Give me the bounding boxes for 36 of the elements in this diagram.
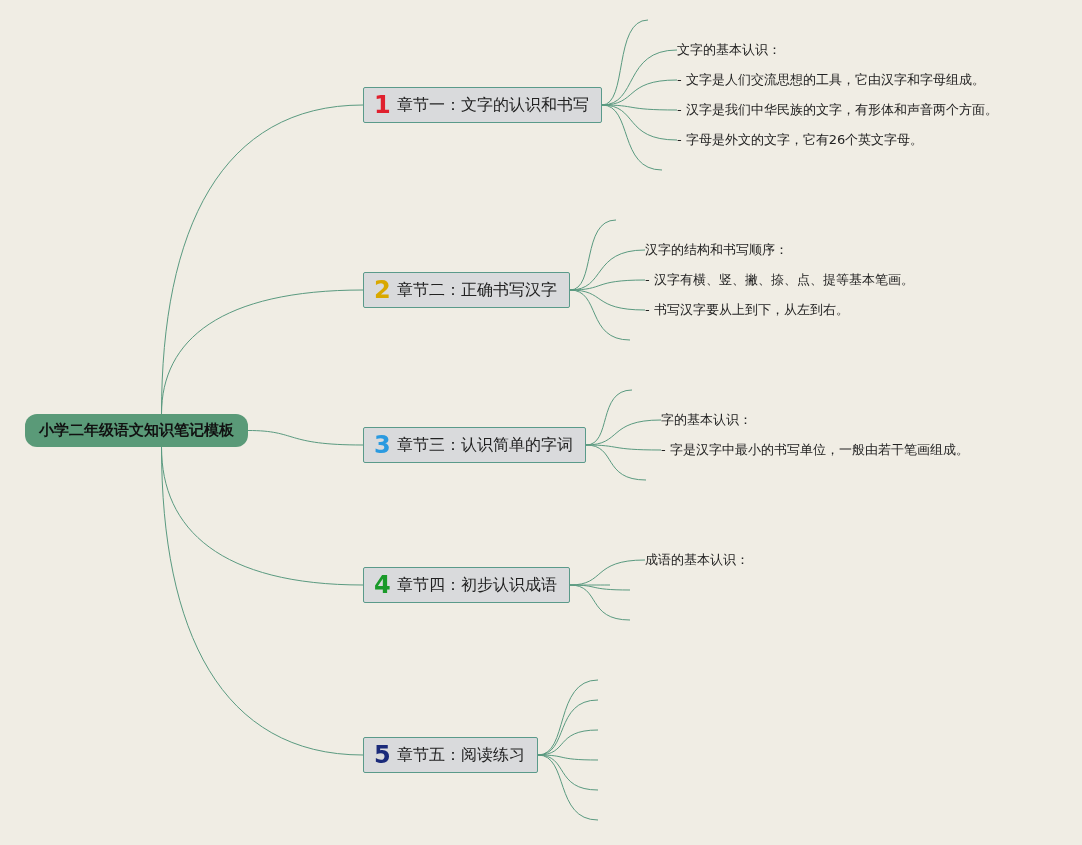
topic-box xyxy=(363,87,602,123)
note-text: - 字母是外文的文字，它有26个英文字母。 xyxy=(677,129,924,151)
note-text: - 书写汉字要从上到下，从左到右。 xyxy=(645,299,849,321)
topic-box xyxy=(363,427,586,463)
topic-box xyxy=(363,567,570,603)
topic-title: 章节五：阅读练习 xyxy=(396,744,525,766)
branch-line xyxy=(537,754,599,821)
chapter-number: 2 xyxy=(374,276,391,304)
branch-line xyxy=(585,444,662,451)
branch-line xyxy=(161,446,364,756)
note-text: 文字的基本认识： xyxy=(677,39,781,61)
note-text: 成语的基本认识： xyxy=(645,549,749,571)
topic-title: 章节四：初步认识成语 xyxy=(396,574,557,596)
topic-box xyxy=(363,737,538,773)
note-text: - 文字是人们交流思想的工具，它由汉字和字母组成。 xyxy=(677,69,985,91)
topic-title: 章节二：正确书写汉字 xyxy=(396,279,557,301)
chapter-number: 5 xyxy=(374,741,391,769)
branch-line xyxy=(247,430,364,446)
branch-line xyxy=(585,444,647,481)
topic-box xyxy=(363,272,570,308)
chapter-number: 4 xyxy=(374,571,391,599)
note-text: 字的基本认识： xyxy=(661,409,752,431)
note-text: - 字是汉字中最小的书写单位，一般由若干笔画组成。 xyxy=(661,439,969,461)
branch-line xyxy=(601,104,663,171)
chapter-number: 1 xyxy=(374,91,391,119)
note-text: - 汉字有横、竖、撇、捺、点、提等基本笔画。 xyxy=(645,269,914,291)
branch-line xyxy=(569,289,646,311)
branch-line xyxy=(161,289,364,415)
chapter-number: 3 xyxy=(374,431,391,459)
note-text: - 汉字是我们中华民族的文字，有形体和声音两个方面。 xyxy=(677,99,998,121)
note-text: 汉字的结构和书写顺序： xyxy=(645,239,788,261)
topic-title: 章节三：认识简单的字词 xyxy=(396,434,573,456)
branch-line xyxy=(569,584,611,586)
branch-line xyxy=(569,289,631,341)
topic-title: 章节一：文字的认识和书写 xyxy=(396,94,589,116)
central-topic: 小学二年级语文知识笔记模板 xyxy=(25,413,248,447)
